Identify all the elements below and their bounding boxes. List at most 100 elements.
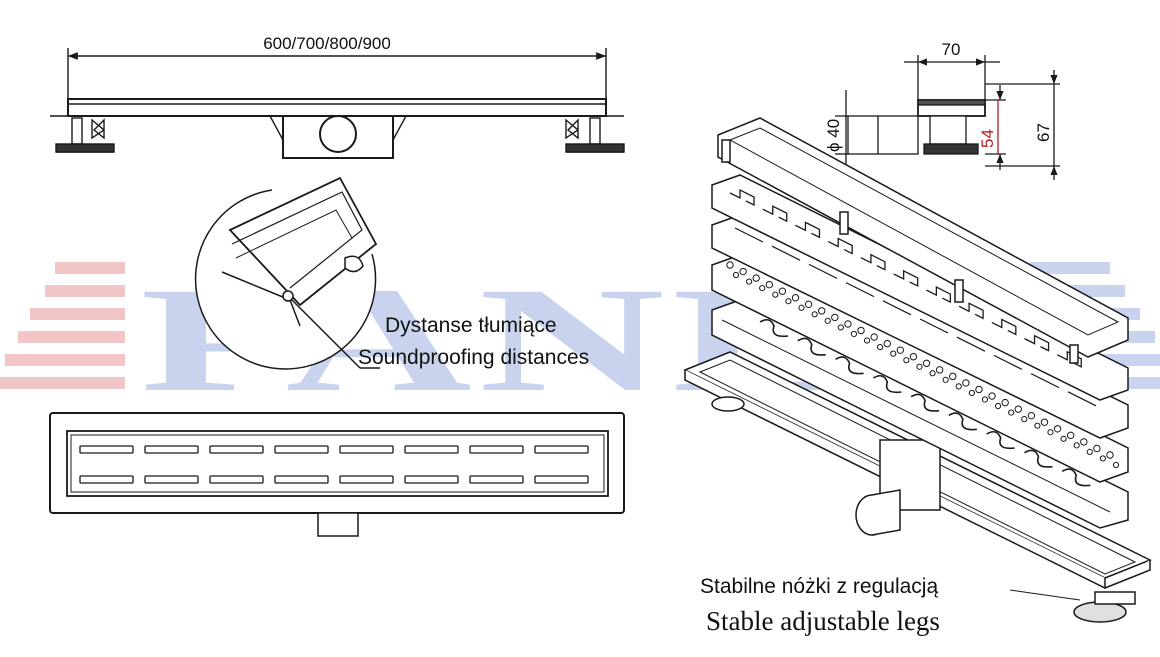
grate-slot — [274, 445, 329, 454]
grate-slot — [79, 475, 134, 484]
perforation-hole — [824, 317, 831, 324]
perforation-hole — [1112, 461, 1120, 469]
grate-slot — [882, 300, 912, 316]
perforation-hole — [837, 324, 844, 331]
perforation-hole — [962, 379, 970, 387]
grate-slot — [274, 475, 329, 484]
wave-curl — [872, 374, 902, 394]
layer-tile-insert — [717, 117, 1129, 364]
perforation-hole — [870, 333, 878, 341]
perforation-hole — [772, 291, 779, 298]
perforation-hole — [778, 287, 787, 295]
grate-slot — [339, 475, 394, 484]
section-outlet-pipe — [847, 115, 919, 155]
isometric-leg-front — [711, 396, 745, 412]
exploded-isometric-view — [683, 117, 1152, 623]
wave-curl — [910, 393, 940, 412]
legs-label-en: Stable adjustable legs — [706, 606, 940, 636]
adjustable-leg-left — [55, 117, 115, 153]
isometric-leg-back — [1073, 601, 1127, 623]
grate-slot — [469, 475, 524, 484]
wave-curl — [948, 412, 977, 431]
outlet-pipe — [319, 115, 357, 153]
outlet-housing — [269, 115, 407, 159]
grate-slots — [79, 445, 589, 484]
perforation-hole — [949, 372, 957, 381]
perforation-hole — [739, 267, 747, 276]
perforation-hole — [994, 402, 1002, 410]
wave-curl — [835, 356, 864, 375]
perforation-hole — [968, 389, 975, 397]
perforation-hole — [1034, 422, 1041, 429]
slot-pattern — [734, 227, 1097, 407]
soundproofing-label-pl: Dystanse tłumiące — [385, 314, 557, 337]
side-section-view — [835, 55, 1060, 180]
grate-slot — [469, 445, 524, 454]
plan-view — [49, 412, 625, 537]
meander-pattern — [729, 188, 1082, 368]
wave-curl — [1061, 468, 1091, 487]
perforation-hole — [883, 339, 891, 348]
perforation-hole — [1060, 435, 1067, 442]
perforation-hole — [975, 385, 983, 394]
min-height-dimension-label: 54 — [978, 129, 997, 148]
perforation-hole — [935, 366, 944, 374]
perforation-hole — [988, 392, 996, 400]
layer-slotted-grate — [711, 214, 1129, 439]
soundproofing-pad — [344, 255, 364, 273]
perforation-hole — [1053, 425, 1062, 433]
perforation-hole — [811, 311, 818, 318]
perforation-hole — [765, 280, 774, 289]
grate-slot — [144, 445, 199, 454]
grate — [66, 430, 609, 497]
perforation-hole — [1093, 444, 1101, 453]
grate-slot — [534, 475, 589, 484]
grate-slot — [808, 263, 838, 279]
layer-wave-grate — [711, 299, 1129, 529]
perforation-hole — [850, 330, 858, 338]
perforation-hole — [818, 307, 826, 315]
perforation-hole — [831, 313, 839, 322]
max-height-dimension-label: 67 — [1034, 123, 1053, 142]
perforation-hole — [759, 285, 766, 292]
grate-slot — [919, 318, 949, 334]
grate-slot — [845, 282, 875, 298]
perforation-hole — [732, 271, 740, 279]
grate-slot — [1030, 373, 1060, 389]
perforation-hole — [922, 359, 931, 367]
width-dimension-label: 70 — [942, 40, 961, 59]
perforation-hole — [1047, 429, 1054, 436]
legs-callout-leader — [1009, 589, 1081, 601]
adjustable-leg-right — [565, 117, 625, 153]
perforation-hole — [1066, 431, 1075, 440]
perforation-hole — [752, 274, 760, 282]
grate-slot — [79, 445, 134, 454]
grate-slot — [339, 445, 394, 454]
perforation-hole — [1086, 448, 1093, 455]
front-elevation-view — [50, 48, 625, 159]
watermark-stripes-left — [0, 262, 125, 389]
grate-slot — [956, 336, 986, 352]
grate-slot — [144, 475, 199, 484]
legs-label-pl: Stabilne nóżki z regulacją — [700, 575, 939, 598]
perforation-hole — [903, 357, 910, 364]
grate-slot — [534, 445, 589, 454]
perforation-hole — [1073, 442, 1080, 449]
diameter-dimension-label: ϕ 40 — [824, 119, 843, 152]
perforation-holes — [726, 261, 1120, 469]
wave-curl — [1024, 449, 1053, 468]
channel-body — [67, 98, 607, 117]
perforation-hole — [955, 383, 962, 390]
perforation-hole — [804, 300, 813, 309]
perforation-hole — [1099, 455, 1106, 462]
perforation-hole — [1080, 438, 1088, 446]
perforation-hole — [1001, 398, 1009, 407]
perforation-hole — [929, 370, 936, 377]
length-dimension-label: 600/700/800/900 — [263, 34, 391, 53]
wave-curl — [759, 318, 789, 338]
grate-slot — [993, 354, 1023, 370]
wave-curl — [986, 430, 1015, 450]
layer-meander-grate — [711, 174, 1129, 401]
section-leg — [929, 115, 967, 145]
